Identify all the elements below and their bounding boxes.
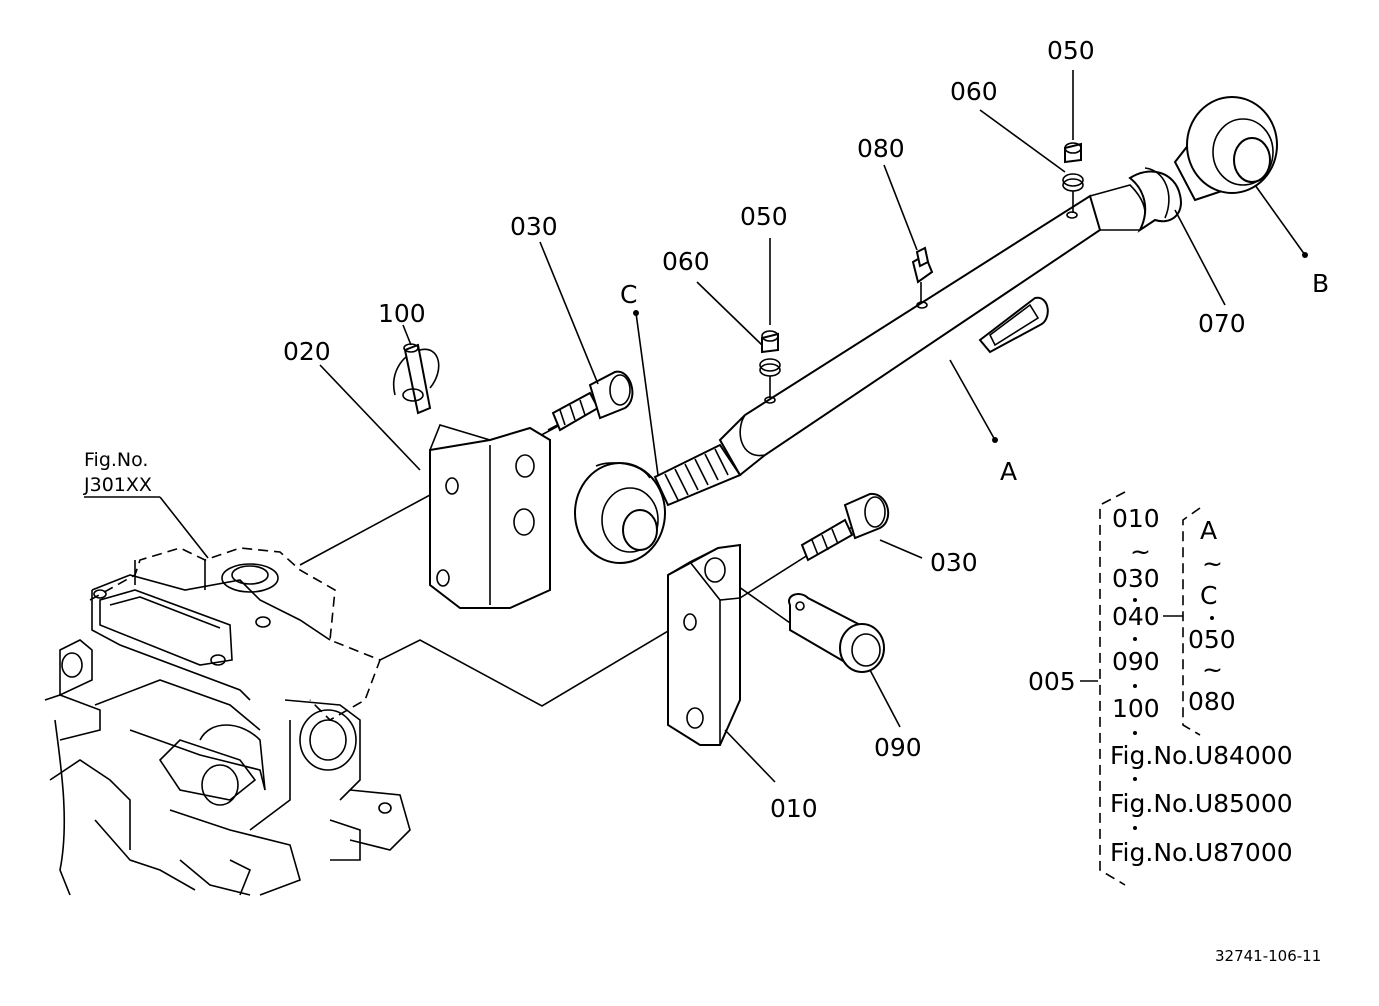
bolt-030-upper bbox=[551, 370, 634, 432]
part-label-090: 090 bbox=[874, 733, 922, 762]
part-label-010: 010 bbox=[770, 794, 818, 823]
grease-nipple-080 bbox=[911, 246, 934, 303]
drawing-number: 32741-106-11 bbox=[1215, 947, 1321, 965]
assembly-right-item-3: C bbox=[1200, 581, 1217, 610]
screw-washer-lower bbox=[759, 330, 781, 398]
assembly-fig-1: Fig.No.U84000 bbox=[1110, 741, 1293, 770]
assembly-left-item-6: 100 bbox=[1112, 694, 1160, 723]
point-label-c: C bbox=[620, 280, 637, 309]
part-label-050-lower: 050 bbox=[740, 202, 788, 231]
assembly-right-item-2: ~ bbox=[1202, 549, 1223, 578]
assembly-right-item-6: 080 bbox=[1188, 687, 1236, 716]
assembly-table: 005 010 ~ 030 040 090 100 A ~ C 050 ~ 08… bbox=[1028, 491, 1293, 886]
bracket-020 bbox=[429, 424, 551, 609]
part-label-050-upper: 050 bbox=[1047, 36, 1095, 65]
reference-callout: Fig.No. J301XX bbox=[83, 449, 209, 559]
assembly-left-item-3: 030 bbox=[1112, 564, 1160, 593]
part-label-030-upper: 030 bbox=[510, 212, 558, 241]
reference-label-line-2: J301XX bbox=[83, 474, 152, 496]
bolt-030-lower bbox=[800, 492, 890, 562]
housing-part bbox=[44, 547, 411, 896]
pin-090 bbox=[788, 593, 885, 673]
leader-lines bbox=[319, 70, 1306, 783]
assembly-right-item-4: 050 bbox=[1188, 625, 1236, 654]
center-lines bbox=[299, 404, 861, 707]
assembly-fig-3: Fig.No.U87000 bbox=[1110, 838, 1293, 867]
part-label-060-upper: 060 bbox=[950, 77, 998, 106]
reference-label-line-1: Fig.No. bbox=[84, 449, 148, 471]
part-label-080: 080 bbox=[857, 134, 905, 163]
point-label-b: B bbox=[1312, 269, 1329, 298]
part-label-005: 005 bbox=[1028, 667, 1076, 696]
assembly-left-item-2: ~ bbox=[1130, 537, 1151, 566]
part-label-070: 070 bbox=[1198, 309, 1246, 338]
part-label-100: 100 bbox=[378, 299, 426, 328]
top-link-assembly bbox=[574, 96, 1278, 564]
part-label-060-lower: 060 bbox=[662, 247, 710, 276]
assembly-right-item-1: A bbox=[1200, 516, 1217, 545]
assembly-left-item-5: 090 bbox=[1112, 647, 1160, 676]
screw-washer-upper bbox=[1062, 142, 1084, 213]
part-label-020: 020 bbox=[283, 337, 331, 366]
assembly-left-item-1: 010 bbox=[1112, 504, 1160, 533]
bracket-010 bbox=[667, 543, 741, 746]
assembly-left-item-4: 040 bbox=[1112, 602, 1160, 631]
part-label-030-lower: 030 bbox=[930, 548, 978, 577]
pin-100 bbox=[393, 343, 440, 415]
leader-dots bbox=[633, 252, 1308, 443]
point-label-a: A bbox=[1000, 457, 1017, 486]
assembly-right-item-5: ~ bbox=[1202, 655, 1223, 684]
assembly-fig-2: Fig.No.U85000 bbox=[1110, 789, 1293, 818]
part-labels: 020 100 030 C 060 050 080 060 050 B 070 … bbox=[283, 36, 1329, 823]
